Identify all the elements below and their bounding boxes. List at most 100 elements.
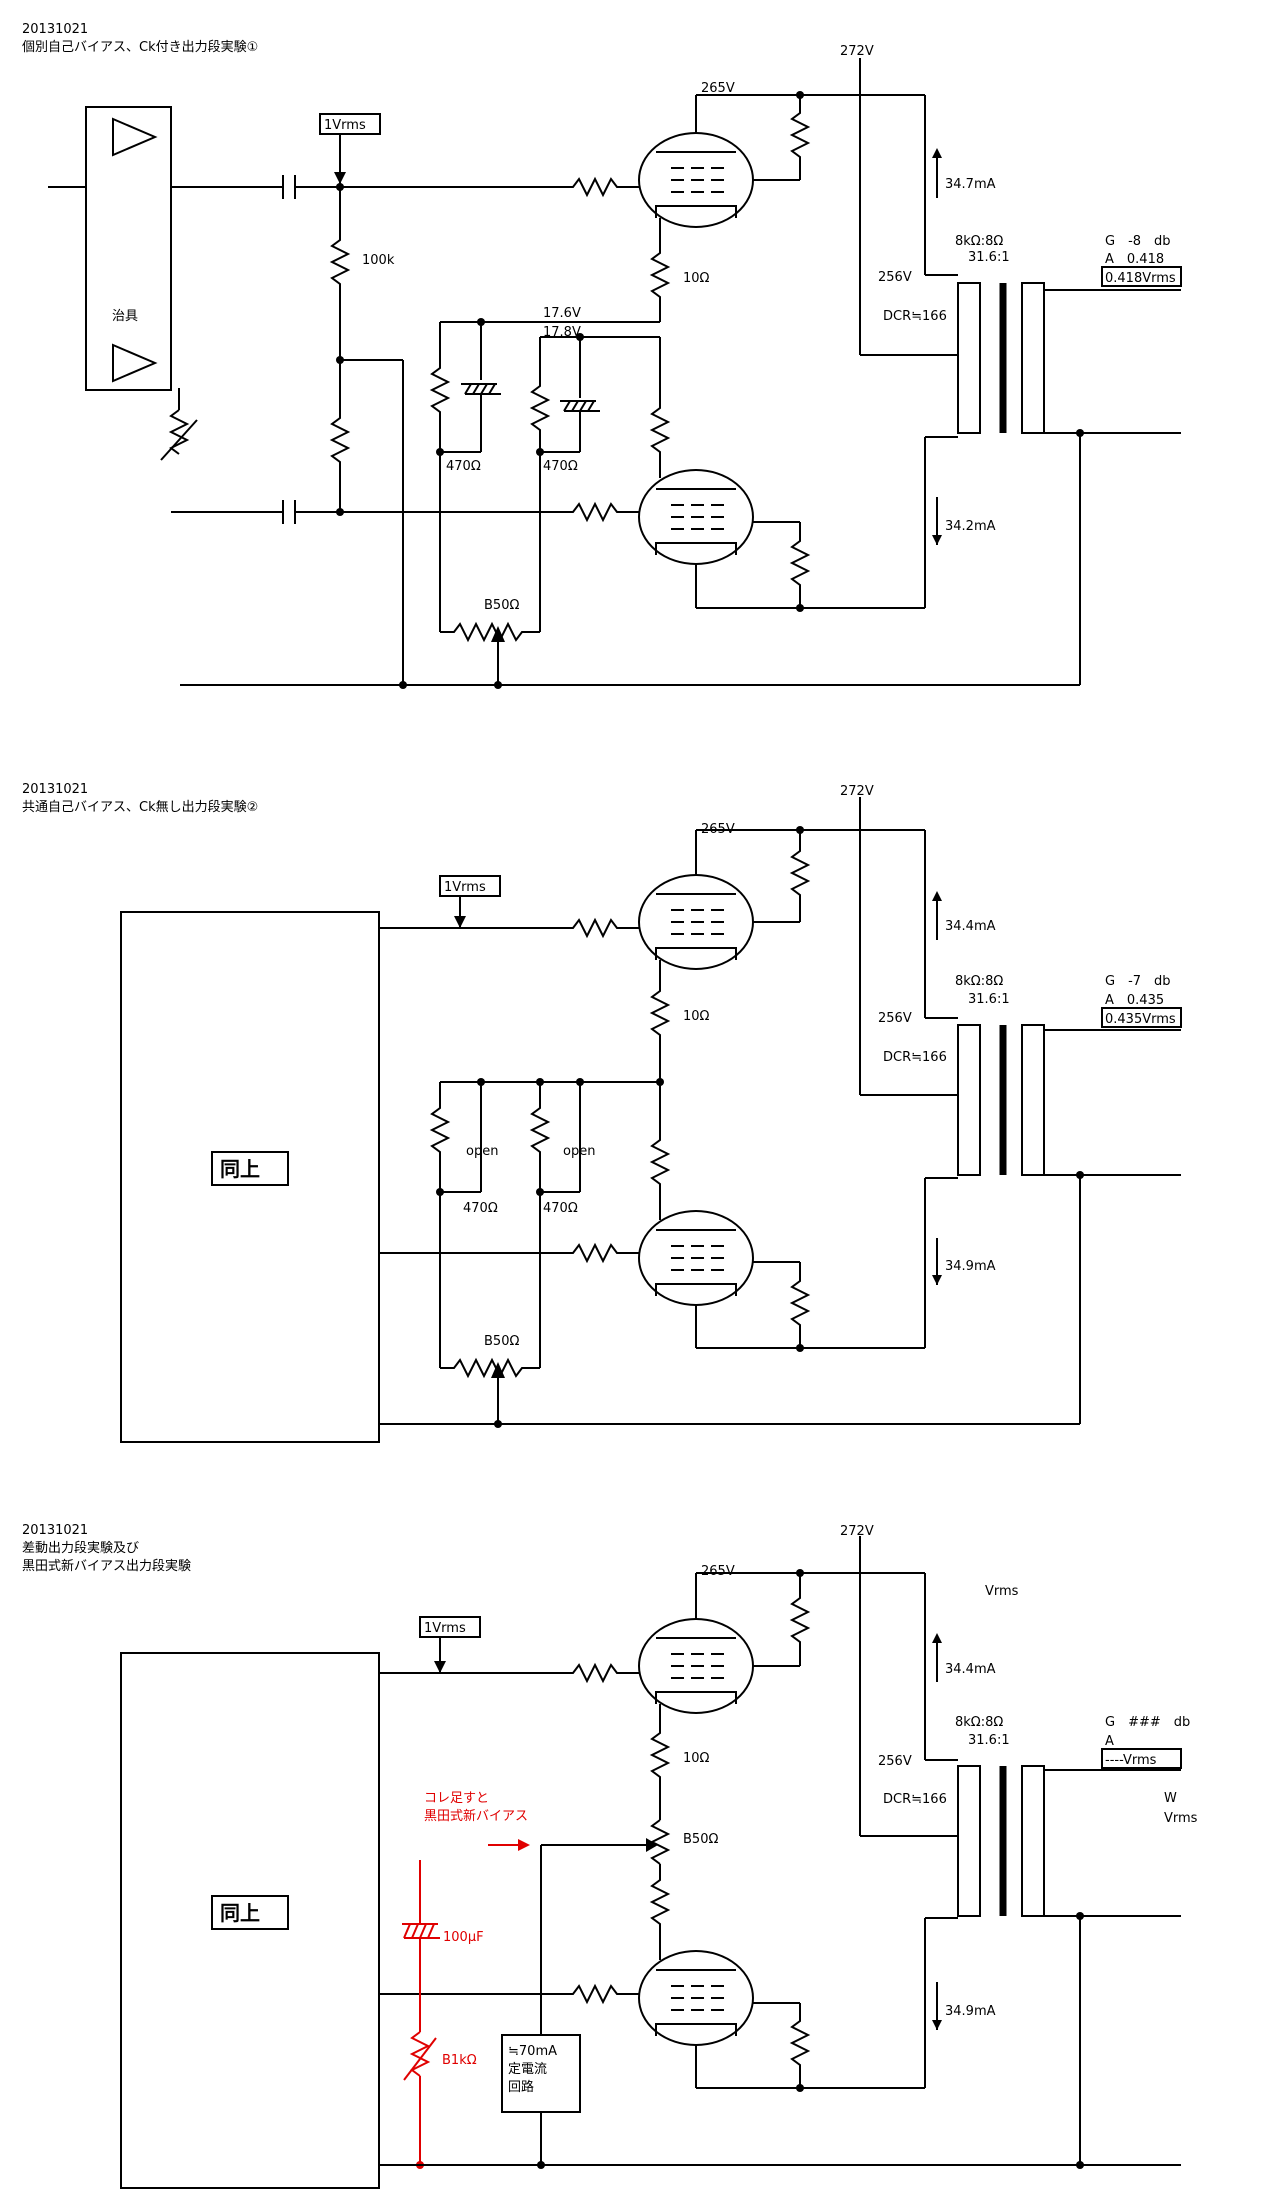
red-note-line2: 黒田式新バイアス — [424, 1808, 528, 1824]
vrms-bottom-label: Vrms — [1164, 1811, 1198, 1826]
transformer-ratio: 8kΩ:8Ω — [955, 234, 1003, 249]
same-as-above-label: 同上 — [220, 1157, 260, 1181]
grid-stopper-top — [564, 178, 626, 196]
transformer-turns: 31.6:1 — [968, 992, 1010, 1007]
output-voltage-box — [1101, 1007, 1182, 1028]
input-level: 1Vrms — [444, 880, 486, 895]
red-electrolytic-cap — [402, 1923, 440, 1939]
grid-resistor-label: 100k — [362, 253, 395, 268]
jig-label: 治具 — [112, 309, 138, 324]
amplitude-label: A — [1105, 1734, 1114, 1749]
buffer-amp-top — [112, 118, 156, 156]
balance-pot-b50 — [440, 621, 540, 643]
balance-pot-b50 — [649, 1819, 671, 1865]
grid-stopper-bottom — [564, 1244, 626, 1262]
grid-stopper-bottom — [564, 1985, 626, 2003]
screen-resistor-bottom — [791, 1272, 809, 1334]
current-top: 34.4mA — [945, 1662, 996, 1677]
transformer-primary — [957, 1024, 981, 1176]
grid-stopper-bottom — [564, 503, 626, 521]
date-label: 20131021 — [22, 1523, 88, 1538]
red-note-line1: コレ足すと — [424, 1791, 489, 1806]
grid-resistor-lower — [331, 409, 349, 471]
screen-resistor-top — [791, 1589, 809, 1651]
bias-resistor-2 — [531, 1099, 549, 1161]
lower-tube-cathode-resistor — [651, 399, 669, 461]
plate-voltage-top: 265V — [701, 1564, 735, 1579]
red-var-label: B1kΩ — [442, 2053, 477, 2068]
supply-voltage: 272V — [840, 784, 874, 799]
ccs-label-1: ≒70mA — [508, 2044, 557, 2059]
screen-resistor-top — [791, 104, 809, 166]
output-tube-top — [638, 874, 754, 970]
panel-1: 20131021 個別自己バイアス、Ck付き出力段実験① 治具 1Vrms 10… — [22, 22, 1182, 689]
cathode-resistor-label: 10Ω — [683, 1009, 710, 1024]
transformer-turns: 31.6:1 — [968, 1733, 1010, 1748]
watt-label: W — [1164, 1791, 1177, 1806]
current-bottom: 34.2mA — [945, 519, 996, 534]
current-top: 34.7mA — [945, 177, 996, 192]
bias-resistor-1 — [431, 1099, 449, 1161]
cathode-resistor-10ohm — [651, 1724, 669, 1786]
input-level-box — [439, 875, 501, 897]
grid-resistor-100k — [331, 231, 349, 293]
output-tube-bottom — [638, 1950, 754, 2046]
bypass-cap-2 — [559, 400, 601, 412]
bias-resistor-1 — [431, 359, 449, 421]
date-label: 20131021 — [22, 782, 88, 797]
red-variable-resistor — [409, 2031, 431, 2077]
supply-voltage: 272V — [840, 44, 874, 59]
screen-resistor-bottom — [791, 532, 809, 594]
panel-title: 個別自己バイアス、Ck付き出力段実験① — [22, 39, 258, 55]
panel-title: 共通自己バイアス、Ck無し出力段実験② — [22, 799, 258, 815]
primary-voltage: 256V — [878, 270, 912, 285]
lower-tube-cathode-resistor — [651, 1131, 669, 1193]
plate-voltage-top: 265V — [701, 81, 735, 96]
vrms-top-label: Vrms — [985, 1584, 1019, 1599]
open-label-1: open — [466, 1144, 498, 1159]
dcr-label: DCR≒166 — [883, 1050, 947, 1065]
output-tube-top — [638, 1618, 754, 1714]
panel-2: 20131021 共通自己バイアス、Ck無し出力段実験② 同上 1Vrms 26… — [22, 782, 1182, 1443]
open-label-2: open — [563, 1144, 595, 1159]
grid-stopper-top — [564, 919, 626, 937]
output-voltage-box — [1101, 1748, 1182, 1769]
bias-resistor-2-label: 470Ω — [543, 1201, 578, 1216]
transformer-secondary — [1021, 1024, 1045, 1176]
ccs-label-3: 回路 — [508, 2079, 534, 2095]
input-level-box — [419, 1616, 481, 1638]
panel-3: 20131021 差動出力段実験及び 黒田式新バイアス出力段実験 同上 1Vrm… — [22, 1523, 1198, 2189]
bypass-cap-1 — [460, 383, 502, 395]
amplitude-label: A 0.435 — [1105, 993, 1164, 1008]
lower-tube-cathode-resistor — [651, 1871, 669, 1933]
balance-pot-label: B50Ω — [683, 1832, 718, 1847]
cathode-voltage-1: 17.6V — [543, 306, 581, 321]
cathode-resistor-10ohm — [651, 982, 669, 1044]
gain-label: G -7 db — [1105, 974, 1171, 989]
bias-resistor-2 — [531, 377, 549, 439]
red-cap-label: 100μF — [443, 1930, 484, 1945]
output-tube-bottom — [638, 1210, 754, 1306]
transformer-secondary — [1021, 1765, 1045, 1917]
transformer-ratio: 8kΩ:8Ω — [955, 1715, 1003, 1730]
screen-resistor-bottom — [791, 2012, 809, 2074]
ccs-label-2: 定電流 — [508, 2062, 547, 2077]
input-level: 1Vrms — [324, 118, 366, 133]
same-as-above-label: 同上 — [220, 1901, 260, 1925]
bias-resistor-2-label: 470Ω — [543, 459, 578, 474]
bias-resistor-1-label: 470Ω — [463, 1201, 498, 1216]
transformer-ratio: 8kΩ:8Ω — [955, 974, 1003, 989]
output-voltage-box — [1101, 266, 1182, 287]
transformer-secondary — [1021, 282, 1045, 434]
panel-title-line2: 黒田式新バイアス出力段実験 — [22, 1558, 191, 1574]
current-bottom: 34.9mA — [945, 1259, 996, 1274]
balance-pot-label: B50Ω — [484, 1334, 519, 1349]
date-label: 20131021 — [22, 22, 88, 37]
grid-stopper-top — [564, 1664, 626, 1682]
jig-box — [85, 106, 172, 391]
output-tube-top — [638, 132, 754, 228]
current-bottom: 34.9mA — [945, 2004, 996, 2019]
balance-pot-label: B50Ω — [484, 598, 519, 613]
balance-pot-b50 — [440, 1357, 540, 1379]
